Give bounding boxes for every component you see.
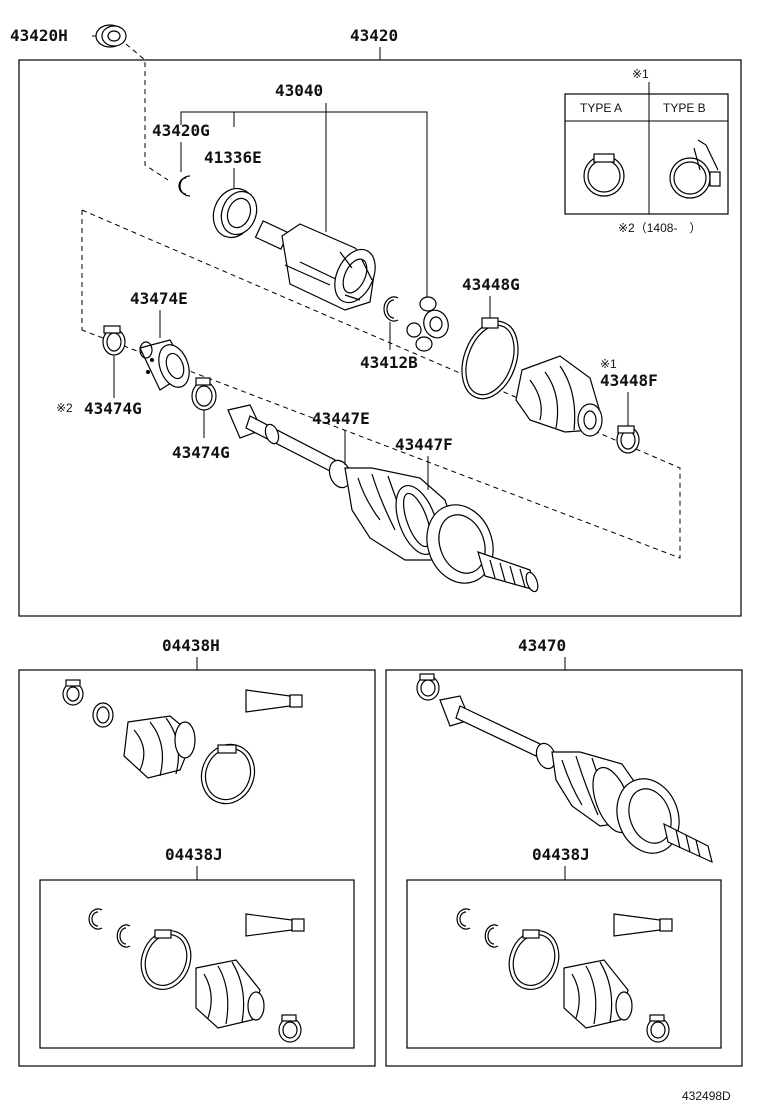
label-43474G-center: 43474G (172, 443, 230, 462)
label-43412B: 43412B (360, 353, 418, 372)
inboard-boot (515, 355, 603, 437)
subassembly-dashed-frame (81, 209, 681, 559)
kit-04438J-left-parts (88, 908, 305, 1043)
band-04438H (200, 743, 256, 805)
label-43420H: 43420H (10, 26, 68, 45)
type-b-clamp (669, 139, 721, 199)
kit-04438H-frame (18, 669, 376, 1067)
seal-41336E (212, 187, 258, 239)
drive-shaft (227, 404, 539, 593)
boot-04438H (123, 715, 196, 779)
type-table: ※1 TYPE A TYPE B ※2（1408- ） (564, 67, 729, 235)
note-mark-2: ※2 (56, 401, 73, 415)
boot-band-43448G (461, 317, 519, 400)
label-43474E: 43474E (130, 289, 188, 308)
snap-ring-d (484, 924, 499, 948)
bearing-43474E (139, 339, 190, 391)
snap-ring-a (88, 908, 103, 930)
note-mark-1-top: ※1 (632, 67, 649, 81)
boot-j-left (195, 959, 265, 1029)
band-j-right (508, 929, 560, 990)
label-43470: 43470 (518, 636, 566, 655)
label-43448G: 43448G (462, 275, 520, 294)
label-43474G-left: 43474G (84, 399, 142, 418)
label-04438H: 04438H (162, 636, 220, 655)
diagram-reference: 432498D (682, 1089, 731, 1103)
label-43448F: 43448F (600, 371, 658, 390)
snap-ring-c (456, 908, 471, 930)
bearing-43420H (95, 24, 127, 48)
tripod-joint (406, 296, 449, 352)
type-b-header: TYPE B (663, 101, 706, 115)
clamp-43474G-left (102, 325, 126, 356)
clamp-j-right (646, 1014, 670, 1043)
label-04438J-left: 04438J (165, 845, 223, 864)
assembly-43470-frame (385, 669, 743, 1067)
snap-ring-43420G (178, 175, 191, 197)
kit-04438J-right-frame (406, 879, 722, 1049)
kit-04438J-left-frame (39, 879, 355, 1049)
kit-04438H-parts (62, 679, 303, 805)
grease-tube-1 (245, 689, 303, 713)
note-mark-1-side: ※1 (600, 357, 617, 371)
label-41336E: 41336E (204, 148, 262, 167)
clamp-small-1 (62, 679, 84, 706)
grease-tube-3 (613, 913, 673, 937)
kit-04438J-right-parts (456, 908, 673, 1043)
grease-tube-2 (245, 913, 305, 937)
clamp-43470 (416, 673, 440, 701)
snap-ring-b (116, 924, 131, 948)
type-a-clamp (583, 153, 625, 197)
note-2-footer: ※2（1408- ） (618, 221, 701, 235)
inboard-joint-housing (254, 220, 376, 311)
label-43040: 43040 (275, 81, 323, 100)
clamp-43474G-center (191, 377, 217, 411)
clamp-43448F (616, 425, 640, 454)
label-04438J-right: 04438J (532, 845, 590, 864)
clamp-small-2 (92, 702, 114, 728)
type-a-header: TYPE A (580, 101, 622, 115)
boot-j-right (563, 959, 633, 1029)
label-43447F: 43447F (395, 435, 453, 454)
snap-ring-43412B (383, 296, 399, 322)
band-j-left (140, 929, 192, 990)
clamp-j-left (278, 1014, 302, 1043)
label-43420G: 43420G (152, 121, 210, 140)
shaft-43470 (416, 673, 713, 864)
label-43447E: 43447E (312, 409, 370, 428)
label-43420: 43420 (350, 26, 398, 45)
